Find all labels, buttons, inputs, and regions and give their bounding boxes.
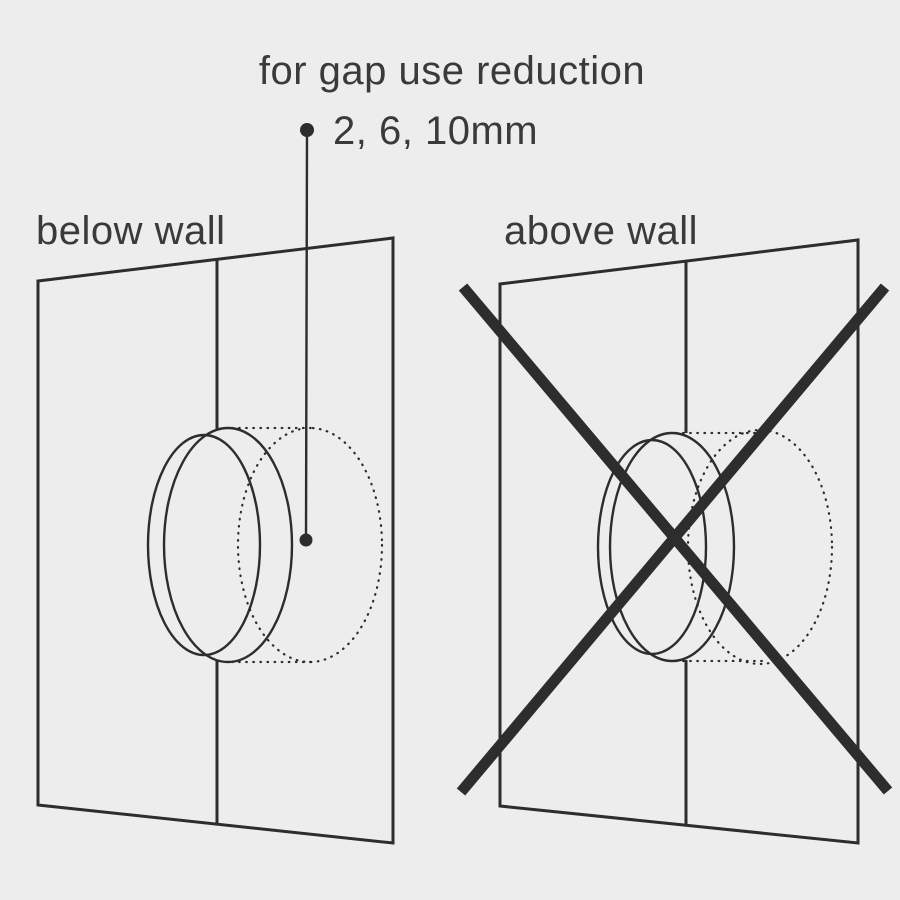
right-panel: above wall	[456, 209, 893, 845]
cross-line-ascending	[456, 283, 890, 796]
right-socket-ghost-ellipse	[686, 428, 834, 666]
annotation-value: 2, 6, 10mm	[333, 109, 538, 153]
left-wall-outline	[36, 236, 395, 845]
left-panel: below wall	[36, 209, 395, 845]
left-socket-front-ellipse	[146, 433, 262, 657]
right-panel-label: above wall	[504, 209, 698, 253]
right-wall-outline	[498, 238, 860, 845]
prohibition-cross-icon	[456, 283, 893, 796]
right-socket-rim-ellipse	[608, 431, 736, 663]
left-socket-rim-ellipse	[162, 426, 294, 664]
annotation-title: for gap use reduction	[259, 49, 645, 93]
annotation-bullet-dot	[300, 123, 314, 137]
leader-line	[304, 133, 309, 541]
left-panel-label: below wall	[36, 209, 226, 253]
right-socket-front-ellipse	[596, 438, 708, 656]
leader-end-dot	[299, 533, 313, 547]
